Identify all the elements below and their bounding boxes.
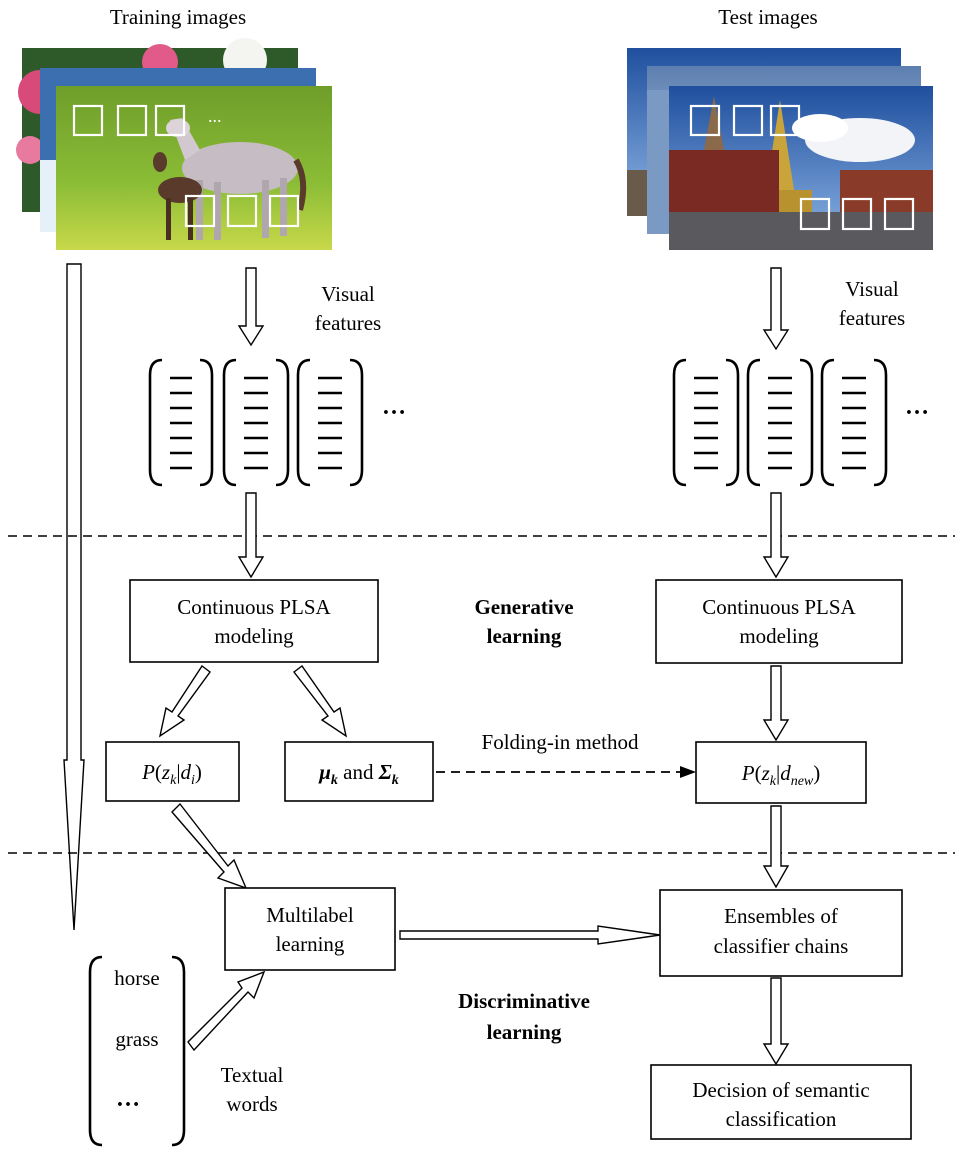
discriminative-learning-label-1: Discriminative [458, 989, 590, 1013]
test-feature-vector-1 [672, 358, 740, 487]
training-patch-6 [268, 194, 300, 228]
ensembles-line2: classifier chains [714, 934, 849, 958]
training-patch-3 [154, 104, 186, 137]
train-visual-features-label-2: features [315, 311, 381, 335]
train-feature-vectors: … [148, 358, 406, 487]
test-visual-features-label-2: features [839, 306, 905, 330]
textual-words-label-1: Textual [221, 1063, 284, 1087]
words-to-multilabel-arrow [187, 970, 266, 1052]
plsa-train-box: Continuous PLSA modeling [129, 579, 379, 663]
training-patch-2 [116, 104, 148, 137]
textual-words-vector: horse grass … [88, 955, 186, 1147]
generative-learning-label-2: learning [487, 624, 562, 648]
plsa-to-pz-train-arrow [158, 664, 211, 738]
word-ellipsis: … [116, 1086, 140, 1112]
training-images-header: Training images [110, 5, 246, 29]
word-grass: grass [115, 1027, 158, 1051]
multilabel-line1: Multilabel [266, 903, 354, 927]
plsa-test-box: Continuous PLSA modeling [655, 579, 903, 664]
train-feature-vector-1 [148, 358, 214, 487]
word-horse: horse [114, 966, 160, 990]
pz-train-to-multilabel-arrow [171, 802, 248, 890]
test-image-front [669, 86, 933, 250]
ensembles-line1: Ensembles of [724, 904, 838, 928]
decision-line2: classification [726, 1107, 837, 1131]
test-patch-6 [883, 197, 915, 231]
training-patch-4 [184, 194, 216, 228]
textual-words-label-2: words [226, 1092, 277, 1116]
pz-test-to-ensembles-arrow [762, 805, 790, 889]
test-patch-1 [689, 104, 721, 137]
pz-train-formula: P(zk|di) [141, 760, 202, 788]
plsa-test-line1: Continuous PLSA [702, 595, 856, 619]
training-patch-ellipsis: ... [208, 106, 222, 126]
test-patch-2 [732, 104, 764, 137]
multilabel-box: Multilabel learning [224, 887, 396, 971]
test-features-ellipsis: … [905, 394, 929, 420]
train-features-to-plsa-arrow [237, 492, 265, 579]
training-image-front: ... [56, 86, 332, 250]
mu-sigma-box: μk and Σk [284, 741, 434, 802]
plsa-train-line2: modeling [214, 624, 294, 648]
plsa-test-to-pz-test-arrow [762, 665, 790, 742]
test-patch-4 [799, 197, 831, 231]
test-feature-vector-2 [746, 358, 814, 487]
long-left-arrow [63, 263, 85, 931]
ensembles-box: Ensembles of classifier chains [659, 889, 903, 977]
mu-sigma-formula: μk and Σk [318, 760, 399, 788]
folding-in-arrowhead [680, 766, 696, 778]
train-visual-features-label-1: Visual [321, 282, 375, 306]
test-image-stack [627, 48, 933, 250]
generative-learning-label-1: Generative [474, 595, 573, 619]
decision-box: Decision of semantic classification [650, 1064, 912, 1140]
ensembles-to-decision-arrow [762, 977, 790, 1066]
test-patch-3 [769, 104, 801, 137]
training-image-stack: ... [16, 38, 332, 250]
multilabel-line2: learning [276, 932, 345, 956]
test-visual-features-label-1: Visual [845, 277, 899, 301]
decision-line1: Decision of semantic [692, 1078, 869, 1102]
folding-in-label: Folding-in method [482, 730, 639, 754]
test-image-to-features-arrow [762, 267, 790, 351]
test-feature-vectors: … [672, 358, 929, 487]
multilabel-to-ensembles-arrow [399, 925, 661, 945]
training-patch-5 [226, 194, 258, 228]
plsa-test-line2: modeling [739, 624, 819, 648]
test-features-to-plsa-arrow [762, 492, 790, 579]
train-image-to-features-arrow [237, 267, 265, 347]
train-feature-vector-2 [222, 358, 290, 487]
training-patch-1 [72, 104, 104, 137]
train-feature-vector-3 [296, 358, 364, 487]
discriminative-learning-label-2: learning [487, 1020, 562, 1044]
pz-train-box: P(zk|di) [105, 741, 240, 802]
plsa-to-mu-sigma-arrow [293, 665, 348, 738]
test-images-header: Test images [718, 5, 817, 29]
pz-test-formula: P(zk|dnew) [741, 761, 821, 789]
plsa-train-line1: Continuous PLSA [177, 595, 331, 619]
test-patch-5 [841, 197, 873, 231]
pz-test-box: P(zk|dnew) [695, 741, 867, 804]
test-feature-vector-3 [820, 358, 888, 487]
train-features-ellipsis: … [382, 394, 406, 420]
